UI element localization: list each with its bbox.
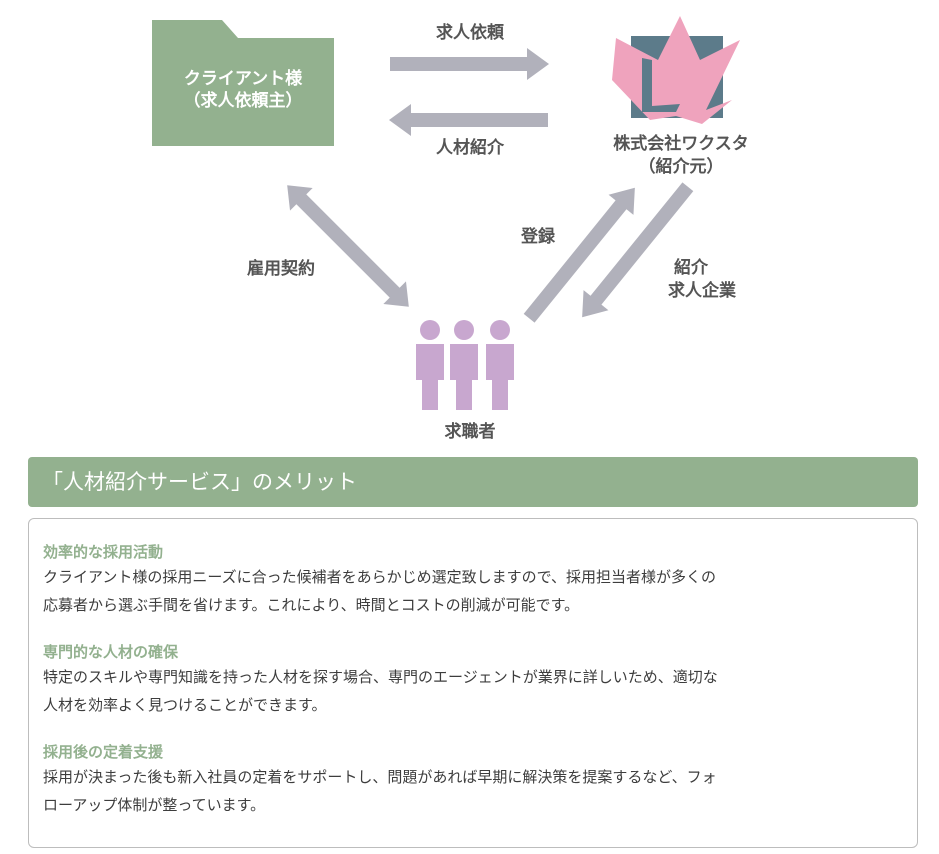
people-icon [416, 320, 514, 410]
register-label: 登録 [521, 227, 555, 247]
merit-text-line: 応募者から選ぶ手間を省けます。これにより、時間とコストの削減が可能です。 [43, 596, 580, 614]
merit-title: 採用後の定着支援 [43, 743, 164, 761]
client-label-line1: クライアント様 [183, 69, 303, 89]
client-label: クライアント様 （求人依頼主） [152, 68, 334, 112]
register-arrow [523, 187, 635, 323]
request-label: 求人依頼 [436, 23, 504, 43]
agency-label: 株式会社ワクスタ （紹介元） [606, 133, 756, 179]
introduce-talent-label: 人材紹介 [436, 138, 504, 158]
introduce-arrow [582, 182, 694, 318]
agency-label-line2: （紹介元） [638, 157, 724, 177]
jobseeker-label: 求職者 [444, 422, 496, 442]
merit-text-line: 人材を効率よく見つけることができます。 [43, 696, 327, 714]
introduce-label-line1: 紹介 [674, 258, 708, 278]
agency-label-line1: 株式会社ワクスタ [613, 134, 749, 154]
employment-label: 雇用契約 [247, 259, 315, 279]
merit-item-efficiency: 効率的な採用活動 クライアント様の採用ニーズに合った候補者をあらかじめ選定致しま… [43, 541, 903, 619]
client-label-line2: （求人依頼主） [183, 91, 303, 111]
introduce-label: 紹介 求人企業 [668, 257, 758, 303]
employment-arrow [287, 185, 409, 307]
merit-text: 採用が決まった後も新入社員の定着をサポートし、問題があれば早期に解決策を提案する… [43, 763, 903, 819]
agency-logo [612, 16, 740, 124]
merit-text: クライアント様の採用ニーズに合った候補者をあらかじめ選定致しますので、採用担当者… [43, 563, 903, 619]
merit-text-line: クライアント様の採用ニーズに合った候補者をあらかじめ選定致しますので、採用担当者… [43, 568, 717, 586]
merit-item-retention: 採用後の定着支援 採用が決まった後も新入社員の定着をサポートし、問題があれば早期… [43, 741, 903, 819]
merits-panel: 効率的な採用活動 クライアント様の採用ニーズに合った候補者をあらかじめ選定致しま… [28, 518, 918, 848]
merits-header: 「人材紹介サービス」のメリット [28, 457, 918, 507]
merit-text-line: ローアップ体制が整っています。 [43, 796, 266, 814]
merit-title: 効率的な採用活動 [43, 543, 164, 561]
flow-diagram: クライアント様 （求人依頼主） 株式会社ワクスタ （紹介元） 求人依頼 人材紹介… [152, 16, 758, 442]
introduce-talent-arrow [389, 104, 548, 136]
merit-title: 専門的な人材の確保 [43, 643, 179, 661]
merit-text-line: 採用が決まった後も新入社員の定着をサポートし、問題があれば早期に解決策を提案する… [43, 768, 717, 786]
merit-item-specialist: 専門的な人材の確保 特定のスキルや専門知識を持った人材を探す場合、専門のエージェ… [43, 641, 903, 719]
introduce-label-line2: 求人企業 [668, 281, 736, 301]
merit-text: 特定のスキルや専門知識を持った人材を探す場合、専門のエージェントが業界に詳しいた… [43, 663, 903, 719]
diagram-graphics [152, 16, 740, 410]
merit-text-line: 特定のスキルや専門知識を持った人材を探す場合、専門のエージェントが業界に詳しいた… [43, 668, 718, 686]
request-arrow [390, 48, 549, 80]
client-folder-shape [152, 20, 334, 146]
